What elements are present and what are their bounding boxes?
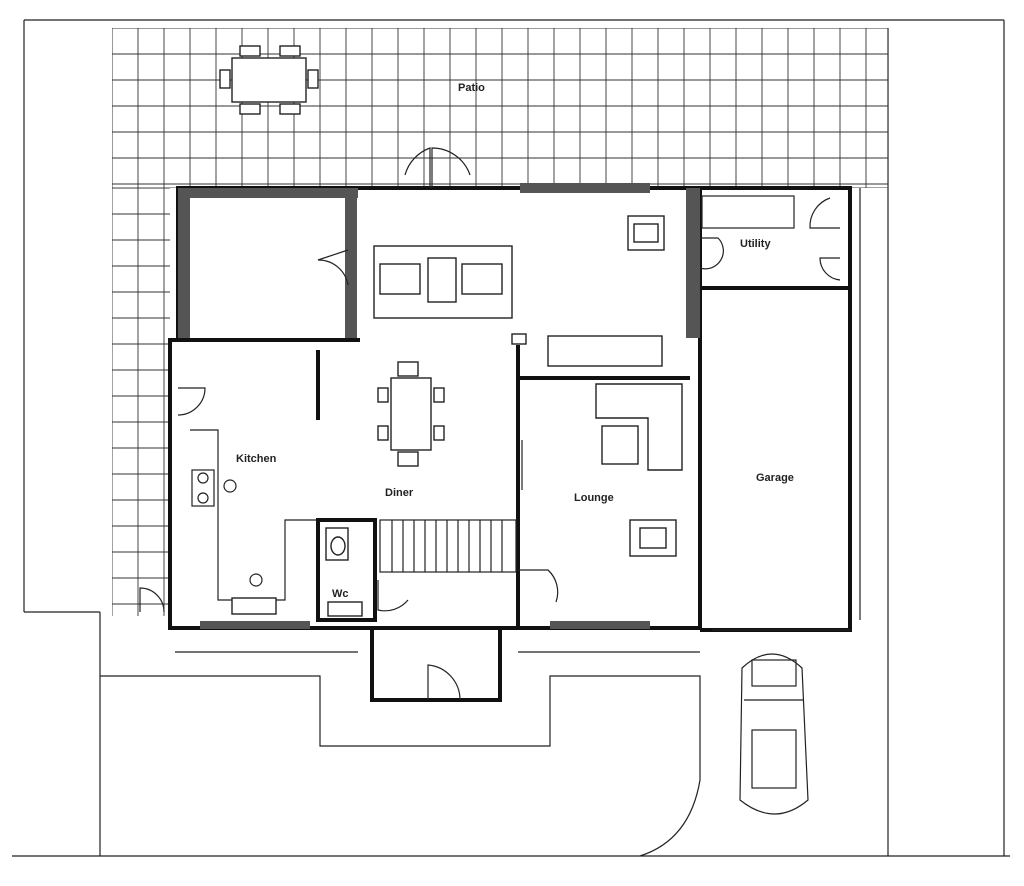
car — [739, 653, 809, 815]
patio-table — [219, 45, 319, 115]
room-label-kitchen: Kitchen — [236, 453, 277, 465]
room-label-garage: Garage — [756, 472, 794, 484]
driveway-outline — [100, 651, 701, 857]
room-label-patio: Patio — [458, 82, 485, 94]
room-label-utility: Utility — [740, 238, 771, 250]
room-label-wc: Wc — [332, 588, 349, 600]
side-path-tiles — [112, 188, 170, 616]
room-label-lounge: Lounge — [574, 492, 614, 504]
doors — [139, 147, 841, 701]
fireplace-diner — [627, 215, 665, 251]
dining-table — [377, 361, 445, 467]
sideboard — [511, 333, 663, 367]
patio-tiles — [112, 28, 888, 188]
fireplace-lounge — [629, 519, 677, 557]
garage-walls — [700, 186, 861, 632]
wc-fittings — [231, 527, 363, 617]
room-label-diner: Diner — [385, 487, 414, 499]
island-table — [373, 245, 513, 319]
corner-sofa — [595, 383, 683, 471]
